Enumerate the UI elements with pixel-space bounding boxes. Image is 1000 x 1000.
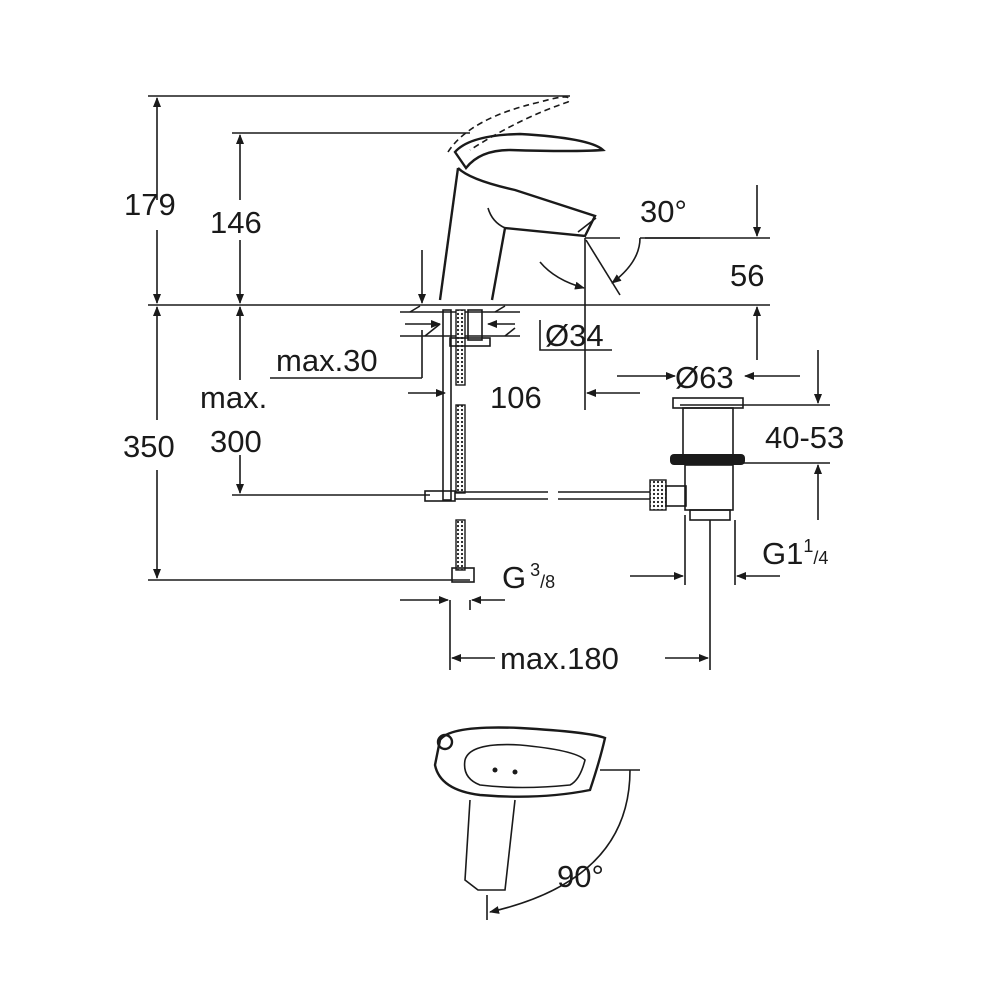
dim-300: 300 [210,424,262,459]
dim-56: 56 [730,258,764,293]
faucet-side-view [438,96,606,301]
pop-up-waste [649,397,745,521]
dim-max-180: max.180 [500,641,619,676]
dim-179: 179 [124,187,176,222]
mounting-hoses [400,305,650,583]
dim-max-30: max.30 [276,343,378,378]
faucet-top-view [433,726,640,920]
dim-146: 146 [210,205,262,240]
dim-40-53: 40-53 [765,420,844,455]
dim-106: 106 [490,380,542,415]
dim-350: 350 [123,429,175,464]
dim-waste-thread: G11/4 [762,536,828,571]
dim-max-label: max. [200,380,267,415]
dim-90-deg: 90° [557,859,604,894]
dim-hole-diameter: Ø34 [545,318,604,353]
dim-30-deg: 30° [640,194,687,229]
dim-waste-diameter: Ø63 [675,360,734,395]
dimension-arrows [153,97,822,662]
